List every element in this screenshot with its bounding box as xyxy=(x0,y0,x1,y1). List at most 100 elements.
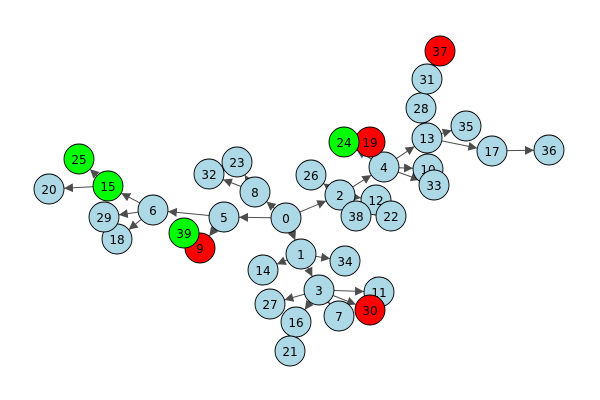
node-label-3: 3 xyxy=(315,284,323,298)
node-label-32: 32 xyxy=(201,168,216,182)
node-36: 36 xyxy=(533,134,565,166)
node-27: 27 xyxy=(254,288,286,320)
edge-0-1 xyxy=(287,230,296,241)
node-39: 39 xyxy=(168,217,200,249)
node-circle-24 xyxy=(328,126,360,158)
node-circle-26 xyxy=(295,159,327,191)
node-circle-7 xyxy=(323,300,355,332)
nodes-layer: 0123456789101112131415161718192021222324… xyxy=(33,35,565,367)
node-circle-33 xyxy=(418,169,450,201)
node-label-23: 23 xyxy=(229,156,244,170)
node-circle-25 xyxy=(63,143,95,175)
node-29: 29 xyxy=(88,201,120,233)
edge-13-35 xyxy=(441,128,452,138)
node-2: 2 xyxy=(324,179,356,211)
node-label-33: 33 xyxy=(426,179,441,193)
node-33: 33 xyxy=(418,169,450,201)
node-label-30: 30 xyxy=(362,304,377,318)
node-24: 24 xyxy=(328,126,360,158)
edge-4-10 xyxy=(398,163,414,173)
node-15: 15 xyxy=(92,170,124,202)
node-34: 34 xyxy=(329,245,361,277)
node-label-39: 39 xyxy=(176,227,191,241)
node-label-6: 6 xyxy=(149,204,157,218)
edge-2-12 xyxy=(351,192,362,202)
node-18: 18 xyxy=(101,223,133,255)
node-label-14: 14 xyxy=(255,264,270,278)
node-label-0: 0 xyxy=(282,212,290,226)
node-28: 28 xyxy=(405,92,437,124)
node-circle-37 xyxy=(424,35,456,67)
node-label-1: 1 xyxy=(297,248,305,262)
node-30: 30 xyxy=(354,294,386,326)
node-4: 4 xyxy=(368,151,400,183)
node-label-12: 12 xyxy=(368,194,383,208)
node-0: 0 xyxy=(270,202,302,234)
edge-3-7 xyxy=(320,294,331,305)
edge-1-14 xyxy=(276,256,288,265)
edge-2-4 xyxy=(352,174,372,188)
node-circle-20 xyxy=(33,173,65,205)
node-circle-15 xyxy=(92,170,124,202)
node-14: 14 xyxy=(247,254,279,286)
edge-13-17 xyxy=(441,140,478,151)
node-31: 31 xyxy=(411,63,443,95)
node-label-34: 34 xyxy=(337,255,352,269)
node-label-24: 24 xyxy=(336,136,351,150)
node-label-27: 27 xyxy=(262,298,277,312)
edge-5-9 xyxy=(208,226,219,237)
node-38: 38 xyxy=(340,200,372,232)
node-circle-22 xyxy=(375,200,407,232)
node-label-18: 18 xyxy=(109,233,124,247)
node-23: 23 xyxy=(221,146,253,178)
node-label-17: 17 xyxy=(484,145,499,159)
node-circle-14 xyxy=(247,254,279,286)
node-circle-8 xyxy=(239,176,271,208)
node-6: 6 xyxy=(137,194,169,226)
node-circle-3 xyxy=(303,274,335,306)
node-circle-34 xyxy=(329,245,361,277)
edge-15-20 xyxy=(63,183,94,193)
node-35: 35 xyxy=(450,110,482,142)
node-20: 20 xyxy=(33,173,65,205)
node-circle-6 xyxy=(137,194,169,226)
node-37: 37 xyxy=(424,35,456,67)
node-7: 7 xyxy=(323,300,355,332)
edge-8-32 xyxy=(222,178,242,187)
node-circle-2 xyxy=(324,179,356,211)
node-32: 32 xyxy=(193,158,225,190)
node-circle-13 xyxy=(411,122,443,154)
node-label-15: 15 xyxy=(100,180,115,194)
edge-6-15 xyxy=(120,192,141,204)
node-19: 19 xyxy=(354,126,386,158)
node-circle-39 xyxy=(168,217,200,249)
node-label-16: 16 xyxy=(288,316,303,330)
edge-1-34 xyxy=(315,252,331,262)
node-circle-5 xyxy=(208,201,240,233)
node-circle-0 xyxy=(270,202,302,234)
node-label-5: 5 xyxy=(220,211,228,225)
edge-5-6 xyxy=(167,207,210,217)
edge-0-8 xyxy=(266,201,277,211)
node-circle-21 xyxy=(274,335,306,367)
node-label-19: 19 xyxy=(362,136,377,150)
node-circle-23 xyxy=(221,146,253,178)
node-25: 25 xyxy=(63,143,95,175)
node-label-22: 22 xyxy=(383,210,398,224)
node-1: 1 xyxy=(285,238,317,270)
node-circle-29 xyxy=(88,201,120,233)
node-16: 16 xyxy=(280,306,312,338)
node-label-28: 28 xyxy=(413,102,428,116)
node-label-9: 9 xyxy=(196,242,204,256)
node-22: 22 xyxy=(375,200,407,232)
node-circle-17 xyxy=(476,135,508,167)
edge-3-27 xyxy=(284,293,305,302)
node-17: 17 xyxy=(476,135,508,167)
edge-15-25 xyxy=(89,168,100,179)
node-label-26: 26 xyxy=(303,169,318,183)
node-26: 26 xyxy=(295,159,327,191)
node-label-38: 38 xyxy=(348,210,363,224)
node-circle-30 xyxy=(354,294,386,326)
edge-1-3 xyxy=(304,266,313,277)
